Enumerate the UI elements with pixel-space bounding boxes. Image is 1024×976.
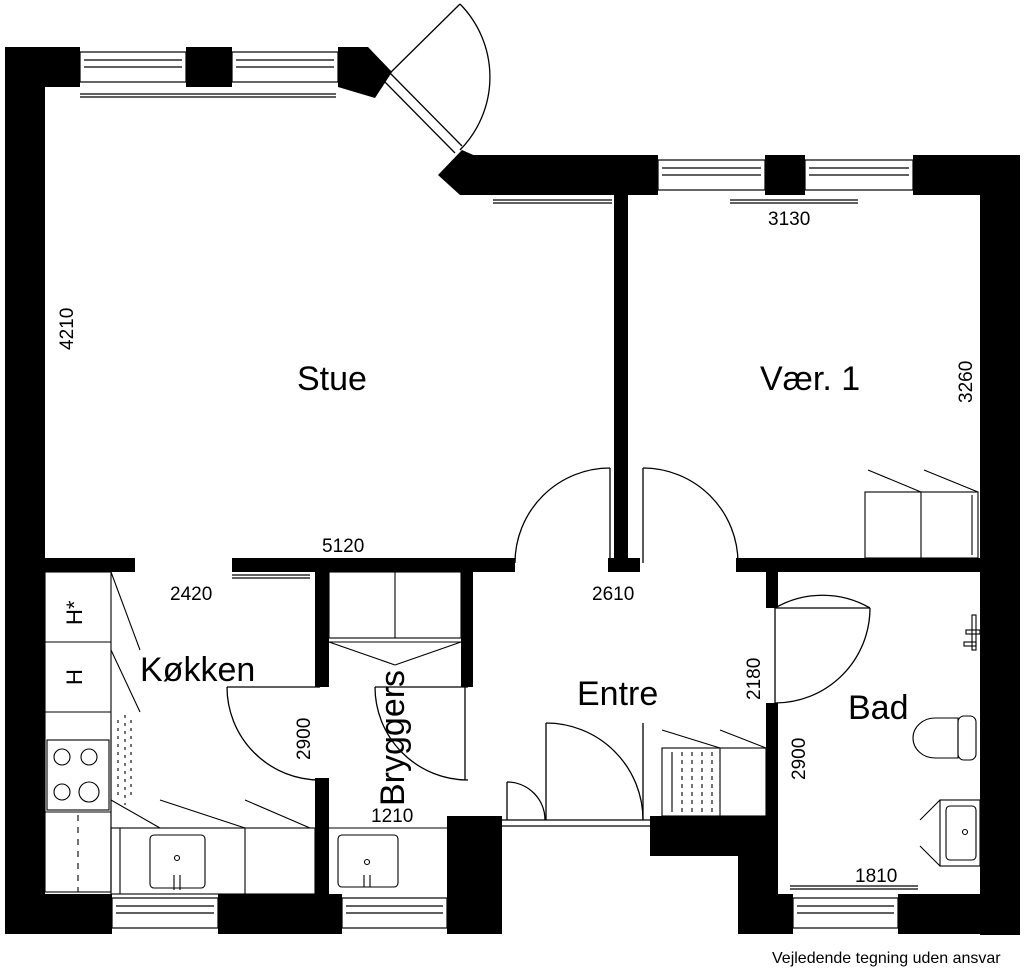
exterior-walls — [5, 47, 1020, 935]
dim-vaer1-width: 3130 — [768, 209, 810, 230]
room-label-kokken: Køkken — [140, 651, 255, 689]
room-label-bad: Bad — [848, 689, 909, 727]
dim-bad-height: 2900 — [789, 738, 810, 780]
dim-stue-height: 4210 — [57, 308, 78, 350]
room-label-vaer1: Vær. 1 — [760, 360, 860, 398]
dim-kokken-height: 2900 — [294, 718, 315, 760]
dim-bryggers-width: 1210 — [371, 806, 413, 827]
dim-kokken-width: 2420 — [170, 584, 212, 605]
dimensions: 4210 5120 3130 3260 2420 2900 2610 2180 … — [57, 209, 977, 887]
label-h: H — [62, 669, 87, 685]
room-label-stue: Stue — [297, 360, 367, 398]
interior-walls — [45, 195, 980, 894]
dim-vaer1-height: 3260 — [956, 361, 977, 403]
room-labels: Stue Vær. 1 Køkken Bryggers Entre Bad — [140, 360, 909, 806]
doors — [226, 3, 871, 827]
dim-entre-width: 2610 — [592, 584, 634, 605]
windows — [79, 51, 918, 929]
room-label-bryggers: Bryggers — [374, 670, 412, 806]
dim-stue-width: 5120 — [322, 536, 364, 557]
disclaimer-text: Vejledende tegning uden ansvar — [772, 950, 1001, 967]
dim-bad-width: 1810 — [855, 866, 897, 887]
room-label-entre: Entre — [577, 675, 658, 713]
dim-entre-height: 2180 — [744, 658, 765, 700]
label-h-star: H* — [62, 600, 87, 625]
kitchen-cabinet-labels: H* H — [62, 600, 87, 685]
fixtures — [44, 469, 981, 895]
